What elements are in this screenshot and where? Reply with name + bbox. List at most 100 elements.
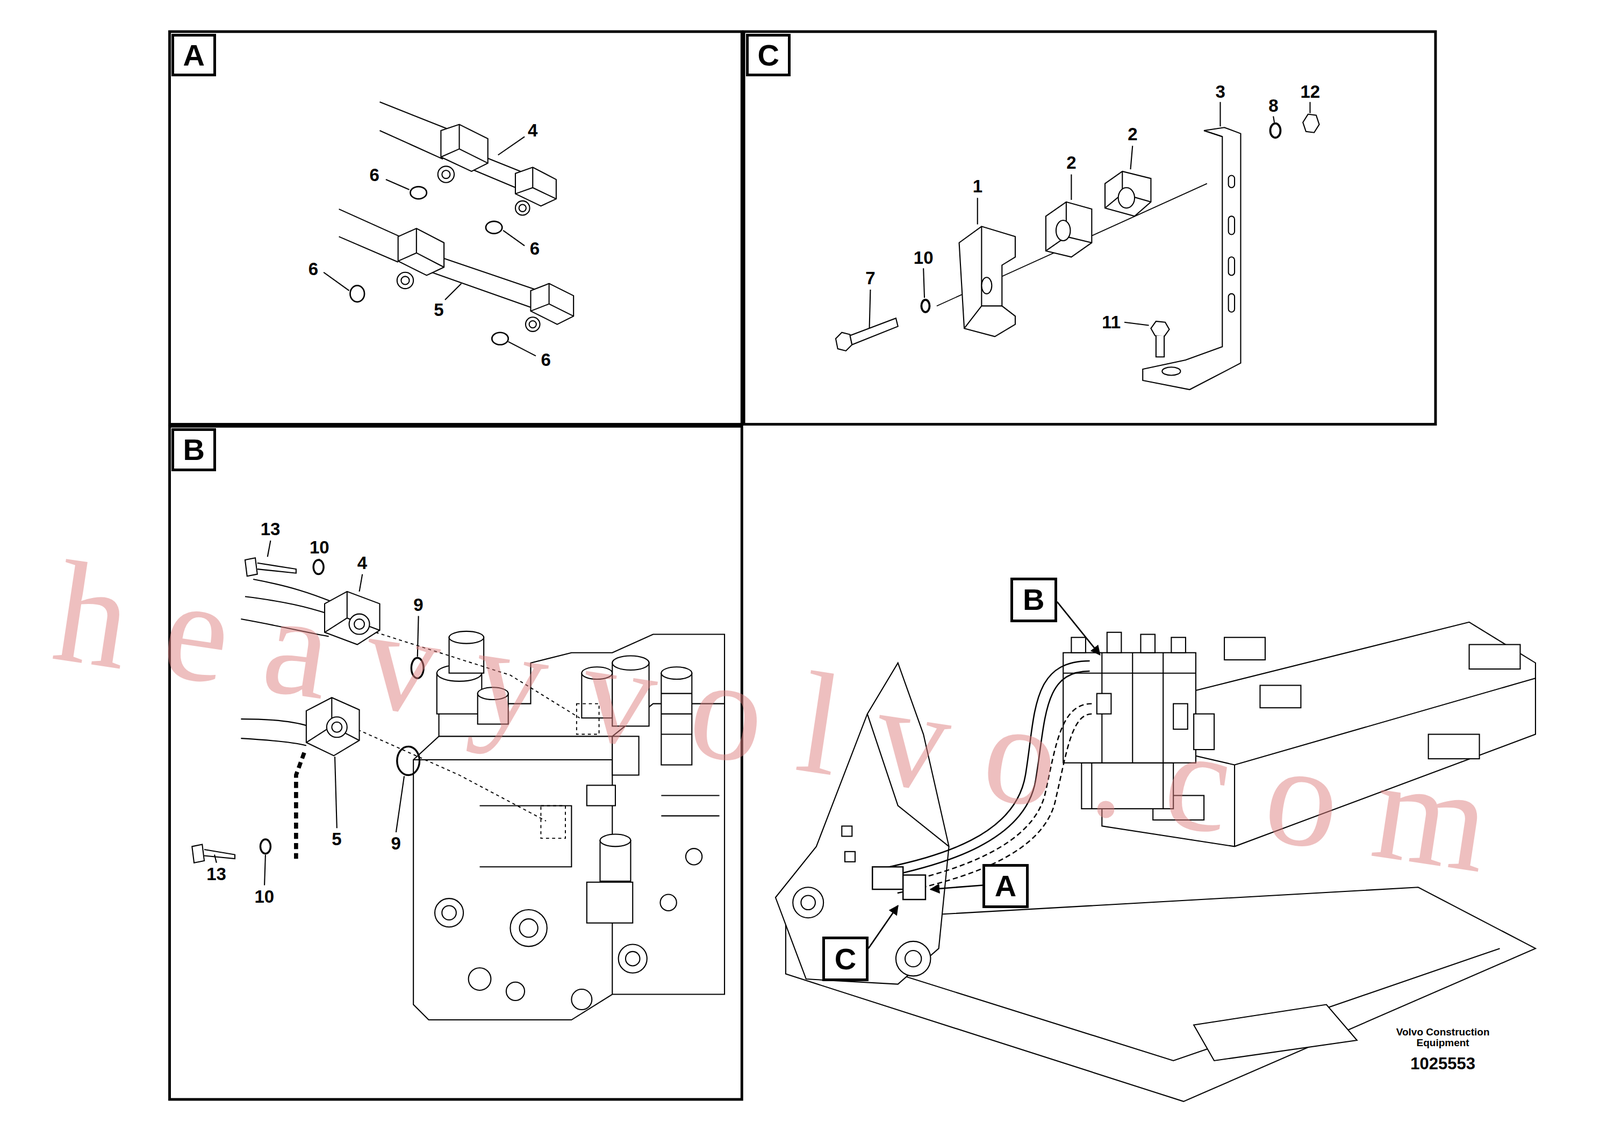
clamp-assembly <box>1105 171 1151 208</box>
machine-frame <box>1071 637 1086 653</box>
control-valve <box>510 909 547 947</box>
callout-number: 3 <box>1215 82 1226 102</box>
control-valve <box>449 631 485 644</box>
port-outline <box>540 805 566 839</box>
control-valve <box>661 795 720 816</box>
leader-line <box>359 574 363 592</box>
clamp-assembly <box>964 226 1002 329</box>
callout-number: 2 <box>1066 153 1076 173</box>
pipe-assembly <box>441 170 450 179</box>
clamp-assembly <box>921 299 930 313</box>
clamp-assembly <box>1228 175 1235 188</box>
leader-line <box>869 289 871 329</box>
callout-number: 9 <box>413 596 423 615</box>
hose-flange <box>331 722 342 733</box>
callout-number: 5 <box>331 830 342 850</box>
control-valve <box>625 951 641 967</box>
callout-number: 8 <box>1268 96 1279 116</box>
control-valve <box>685 848 702 865</box>
view-callout: B <box>1010 577 1058 623</box>
port-outline <box>352 632 599 839</box>
callout-number: 11 <box>1101 313 1121 333</box>
clamp-assembly <box>1270 123 1281 139</box>
callout-number: 2 <box>1127 125 1138 145</box>
clamp-assembly <box>959 226 1016 337</box>
hose-flange <box>204 849 235 859</box>
leader-line <box>334 756 337 829</box>
control-valve <box>661 693 692 735</box>
callout-letter: B <box>1022 584 1045 615</box>
clamp-assembly <box>1161 367 1181 376</box>
hose-flange <box>245 596 329 614</box>
panel-frame <box>743 31 1436 425</box>
pipe-assembly <box>398 228 444 268</box>
pipe-assembly <box>515 201 530 216</box>
clamp-assembly <box>835 114 1320 390</box>
clamp-assembly <box>1056 220 1071 241</box>
callout-leader <box>1057 601 1101 656</box>
callout-number: 1 <box>972 177 983 197</box>
machine-frame <box>816 948 1501 1061</box>
pipe-assembly <box>428 255 540 309</box>
callout-number: 13 <box>206 865 227 885</box>
machine-frame <box>775 663 950 985</box>
watermark: heavyvolvo.com <box>46 534 1537 904</box>
callout-number: 12 <box>1300 82 1320 102</box>
machine-frame <box>1171 637 1186 653</box>
control-valve <box>618 944 648 974</box>
leader-line <box>214 540 419 886</box>
machine-frame <box>844 851 856 863</box>
pipe-assembly <box>515 167 557 206</box>
callout-number: 10 <box>913 248 934 268</box>
leader-line <box>1309 102 1311 114</box>
machine-frame <box>1140 634 1155 654</box>
clamp-assembly <box>1228 293 1235 313</box>
panel-letter: B <box>171 428 217 472</box>
callout-number: 6 <box>529 239 540 259</box>
pipe-assembly <box>398 228 444 276</box>
control-valve <box>413 631 725 1021</box>
view-callout: C <box>822 936 868 982</box>
clamp-assembly <box>981 277 992 294</box>
o-ring <box>485 221 502 234</box>
callout-number: 9 <box>390 834 401 854</box>
hose-line <box>879 661 1090 870</box>
pipe-assembly <box>379 102 450 130</box>
callout-number: 10 <box>254 887 275 907</box>
machine-frame <box>1428 734 1480 760</box>
port-outline <box>375 632 580 719</box>
clamp-assembly <box>1156 335 1165 357</box>
washer-ring <box>397 746 420 776</box>
control-valve <box>612 736 639 776</box>
leader-line <box>214 855 217 864</box>
callout-number: 4 <box>527 121 538 141</box>
leader-line <box>385 179 410 190</box>
pipe-assembly <box>525 317 541 332</box>
leader-line <box>267 540 271 557</box>
clamp-assembly <box>1302 114 1319 133</box>
control-valve <box>581 673 613 719</box>
leader-line <box>1124 322 1150 326</box>
clamp-assembly <box>1142 127 1241 390</box>
washer-ring <box>260 560 424 855</box>
callout-number: 13 <box>260 520 281 540</box>
hose-flange <box>240 738 306 746</box>
view-callout: A <box>982 864 1029 909</box>
control-valve <box>586 785 616 806</box>
callout-number: 5 <box>433 300 444 320</box>
panel-frame <box>169 426 743 1100</box>
callout-number: 6 <box>541 350 551 370</box>
hose-flange <box>240 719 308 727</box>
control-valve <box>581 666 613 680</box>
leader-line <box>1070 174 1072 200</box>
pipe-assembly <box>400 276 410 285</box>
machine-frame <box>1193 1005 1358 1061</box>
callout-letter: A <box>182 40 205 71</box>
clamp-assembly <box>1045 202 1092 251</box>
machine-frame <box>895 941 931 977</box>
leader-line <box>396 776 405 832</box>
pipe-assembly <box>339 102 575 332</box>
machine-frame <box>1063 653 1196 764</box>
